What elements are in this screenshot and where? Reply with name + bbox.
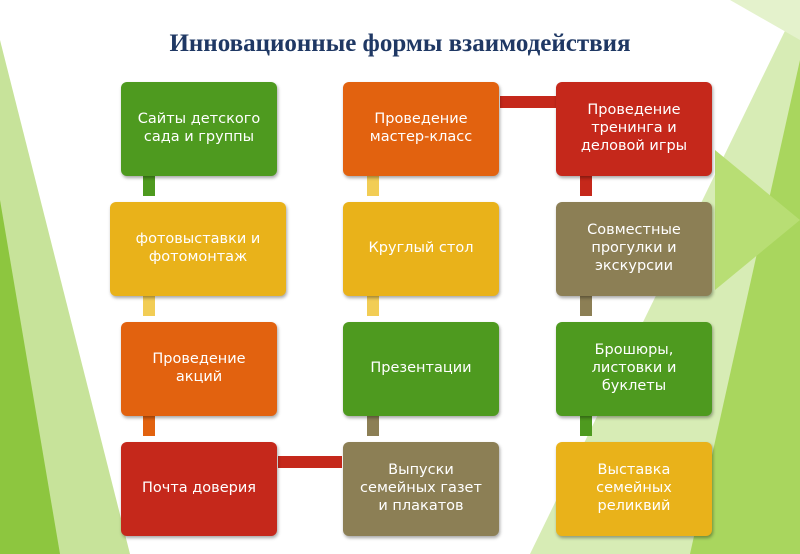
box-relics: Выставка семейных реликвий — [556, 442, 712, 536]
connector-1-2 — [143, 176, 155, 196]
box-presentations: Презентации — [343, 322, 499, 416]
box-master-class: Проведение мастер-класс — [343, 82, 499, 176]
page-title: Инновационные формы взаимодействия — [169, 30, 631, 57]
connector-3-4 — [143, 416, 155, 436]
connector-10-11 — [580, 296, 592, 316]
box-trust-mail: Почта доверия — [121, 442, 277, 536]
connector-11-12 — [580, 416, 592, 436]
connector-9-10 — [580, 176, 592, 196]
box-training: Проведение тренинга и деловой игры — [556, 82, 712, 176]
box-photo-exhibitions-label: фотовыставки и фотомонтаж — [135, 231, 261, 265]
box-walks: Совместные прогулки и экскурсии — [556, 202, 712, 296]
box-brochures: Брошюры, листовки и буклеты — [556, 322, 712, 416]
box-relics-label: Выставка семейных реликвий — [596, 462, 672, 514]
right-green-sliver — [730, 0, 800, 40]
box-presentations-label: Презентации — [370, 360, 472, 377]
connector-5-6 — [367, 176, 379, 196]
box-websites-label: Сайты детского сада и группы — [137, 111, 261, 145]
box-brochures-label: Брошюры, листовки и буклеты — [591, 342, 677, 394]
connector-7-8 — [367, 416, 379, 436]
box-walks-label: Совместные прогулки и экскурсии — [587, 222, 681, 274]
box-newspapers: Выпуски семейных газет и плакатов — [343, 442, 499, 536]
box-websites: Сайты детского сада и группы — [121, 82, 277, 176]
box-trust-mail-label: Почта доверия — [142, 480, 256, 497]
box-newspapers-label: Выпуски семейных газет и плакатов — [360, 462, 482, 514]
right-green-triangle-mid — [690, 60, 800, 554]
connector-2-3 — [143, 296, 155, 316]
connector-5-9 — [500, 96, 556, 108]
box-photo-exhibitions: фотовыставки и фотомонтаж — [110, 202, 286, 296]
box-campaigns: Проведение акций — [121, 322, 277, 416]
right-green-arrow — [715, 150, 800, 290]
connector-4-8 — [278, 456, 342, 468]
box-training-label: Проведение тренинга и деловой игры — [580, 102, 688, 154]
connector-6-7 — [367, 296, 379, 316]
left-green-shape-dark — [0, 200, 60, 554]
box-master-class-label: Проведение мастер-класс — [369, 111, 473, 145]
box-round-table: Круглый стол — [343, 202, 499, 296]
box-round-table-label: Круглый стол — [368, 240, 474, 257]
box-campaigns-label: Проведение акций — [152, 351, 246, 385]
